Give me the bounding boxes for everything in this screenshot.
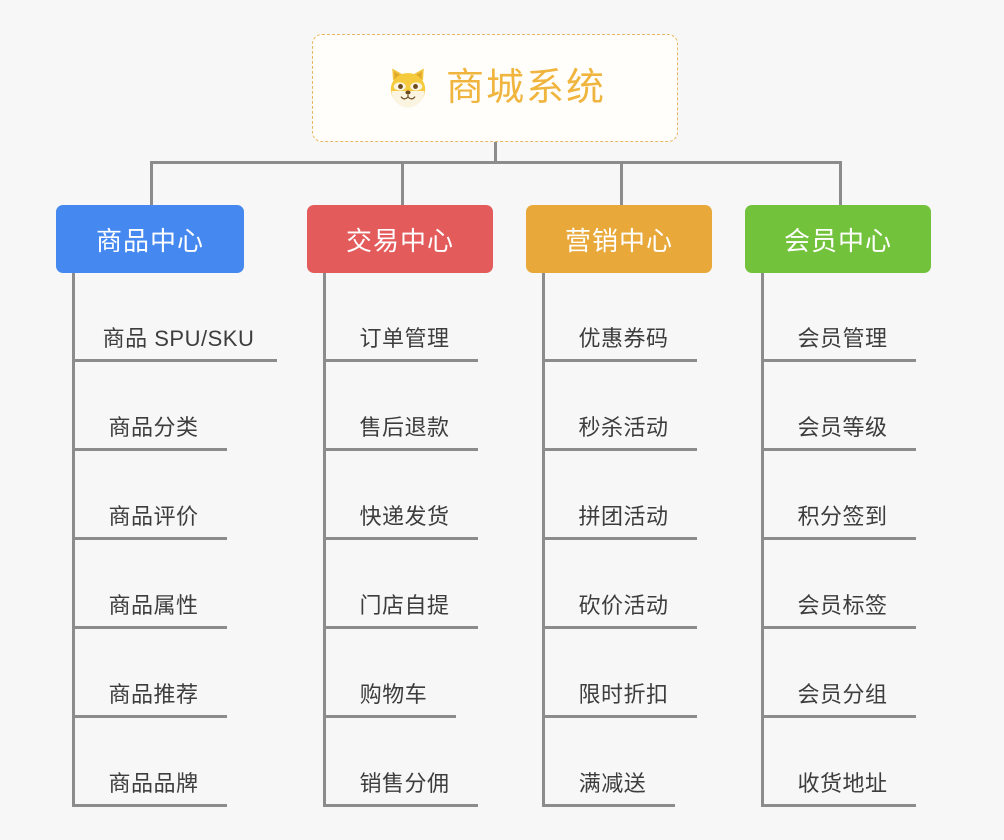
leaf-item-label: 快递发货: [359, 504, 450, 529]
connector-spine: [72, 273, 75, 807]
leaf-item-label: 商品分类: [108, 415, 199, 440]
leaf-item-label: 优惠券码: [578, 326, 669, 351]
leaf-item-label: 满减送: [578, 771, 647, 796]
category-label: 交易中心: [345, 225, 454, 256]
connector-spine: [542, 273, 545, 807]
leaf-item[interactable]: 限时折扣: [542, 629, 697, 718]
connector-spine: [761, 273, 764, 807]
category-box-会员中心[interactable]: 会员中心: [745, 205, 931, 273]
category-box-商品中心[interactable]: 商品中心: [56, 205, 244, 273]
category-box-交易中心[interactable]: 交易中心: [307, 205, 493, 273]
category-label: 会员中心: [783, 225, 892, 256]
leaf-item[interactable]: 会员标签: [761, 540, 916, 629]
leaf-item-label: 会员管理: [797, 326, 888, 351]
leaf-item[interactable]: 拼团活动: [542, 451, 697, 540]
leaf-item-label: 销售分佣: [359, 771, 450, 796]
category-label: 营销中心: [564, 225, 673, 256]
leaf-item-label: 商品品牌: [108, 771, 199, 796]
leaf-item[interactable]: 会员管理: [761, 273, 916, 362]
leaf-item[interactable]: 砍价活动: [542, 540, 697, 629]
leaf-item[interactable]: 积分签到: [761, 451, 916, 540]
connector-drop-4: [839, 161, 842, 205]
connector-drop-2: [401, 161, 404, 205]
leaf-item[interactable]: 门店自提: [323, 540, 478, 629]
leaf-item[interactable]: 会员等级: [761, 362, 916, 451]
shiba-dog-face-icon: [384, 64, 432, 112]
leaf-item[interactable]: 商品分类: [72, 362, 227, 451]
leaf-item-label: 售后退款: [359, 415, 450, 440]
leaf-item[interactable]: 售后退款: [323, 362, 478, 451]
leaf-item[interactable]: 商品品牌: [72, 718, 227, 807]
leaf-item-label: 门店自提: [359, 593, 450, 618]
leaf-item-label: 订单管理: [359, 326, 450, 351]
leaf-item[interactable]: 优惠券码: [542, 273, 697, 362]
leaf-item-label: 会员等级: [797, 415, 888, 440]
leaf-item[interactable]: 收货地址: [761, 718, 916, 807]
leaf-item[interactable]: 商品评价: [72, 451, 227, 540]
leaf-item[interactable]: 商品推荐: [72, 629, 227, 718]
leaf-item[interactable]: 商品属性: [72, 540, 227, 629]
category-label: 商品中心: [95, 225, 204, 256]
leaf-item-label: 秒杀活动: [578, 415, 669, 440]
connector-drop-3: [620, 161, 623, 205]
leaf-item-label: 商品评价: [108, 504, 199, 529]
leaf-item-label: 积分签到: [797, 504, 888, 529]
connector-spine: [323, 273, 326, 807]
leaf-item-label: 砍价活动: [578, 593, 669, 618]
leaf-item[interactable]: 满减送: [542, 718, 675, 807]
category-box-营销中心[interactable]: 营销中心: [526, 205, 712, 273]
connector-root-stem: [494, 142, 497, 164]
leaf-item-label: 购物车: [359, 682, 428, 707]
leaf-item-label: 收货地址: [797, 771, 888, 796]
leaf-item[interactable]: 快递发货: [323, 451, 478, 540]
connector-horizontal-bus: [150, 161, 842, 164]
leaf-item-label: 会员标签: [797, 593, 888, 618]
leaf-item-label: 限时折扣: [578, 682, 669, 707]
leaf-item[interactable]: 订单管理: [323, 273, 478, 362]
leaf-item[interactable]: 会员分组: [761, 629, 916, 718]
root-node-title: 商城系统: [445, 67, 606, 109]
leaf-item-label: 商品推荐: [108, 682, 199, 707]
leaf-item-label: 商品 SPU/SKU: [102, 326, 255, 351]
connector-drop-1: [150, 161, 153, 205]
leaf-item[interactable]: 秒杀活动: [542, 362, 697, 451]
leaf-item-label: 会员分组: [797, 682, 888, 707]
leaf-item[interactable]: 购物车: [323, 629, 456, 718]
leaf-item[interactable]: 销售分佣: [323, 718, 478, 807]
root-node-商城系统[interactable]: 商城系统: [312, 34, 678, 142]
leaf-item[interactable]: 商品 SPU/SKU: [72, 273, 277, 362]
leaf-item-label: 商品属性: [108, 593, 199, 618]
leaf-item-label: 拼团活动: [578, 504, 669, 529]
